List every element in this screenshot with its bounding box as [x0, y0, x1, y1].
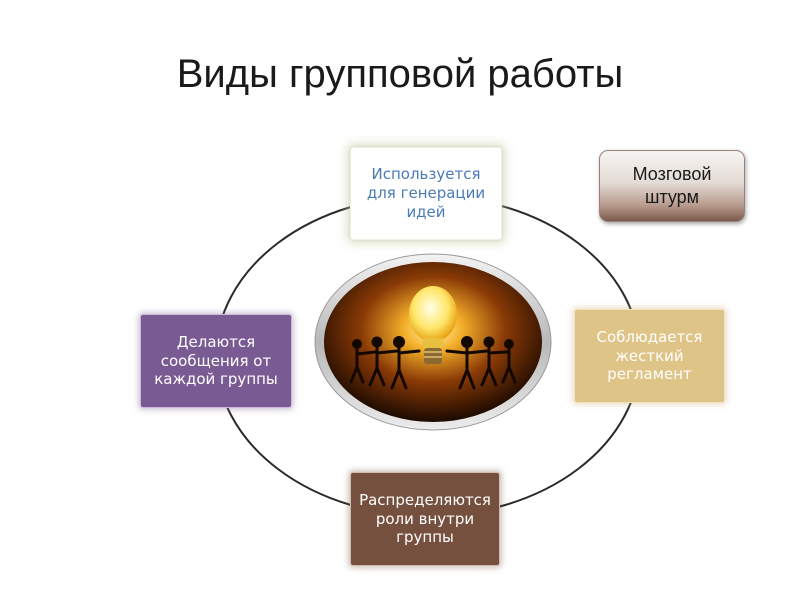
- lightbulb-people-icon: [314, 253, 552, 431]
- cycle-node-roles: Распределяются роли внутри группы: [350, 472, 500, 566]
- brainstorm-badge: Мозговой штурм: [599, 150, 745, 222]
- cycle-node-label: Соблюдается жесткий регламент: [596, 327, 703, 384]
- cycle-node-label: Делаются сообщения от каждой группы: [154, 332, 278, 389]
- page-title: Виды групповой работы: [176, 52, 624, 96]
- cycle-node-group-reports: Делаются сообщения от каждой группы: [140, 314, 292, 408]
- cycle-node-label: Используется для генерации идей: [366, 165, 486, 221]
- cycle-node-strict-rules: Соблюдается жесткий регламент: [574, 309, 725, 403]
- cycle-node-idea-generation: Используется для генерации идей: [350, 147, 502, 240]
- cycle-node-label: Распределяются роли внутри группы: [359, 490, 491, 547]
- brainstorm-badge-label: Мозговой штурм: [632, 163, 712, 207]
